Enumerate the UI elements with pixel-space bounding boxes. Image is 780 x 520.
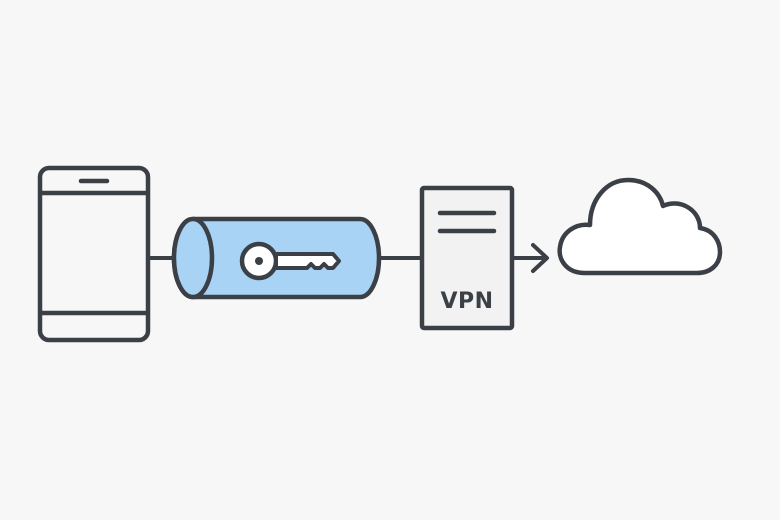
cloud-icon [557, 177, 723, 276]
smartphone-icon [37, 165, 151, 343]
vpn-server-icon: VPN [419, 185, 515, 331]
encrypted-tunnel-icon [171, 216, 382, 300]
key-icon [239, 241, 341, 281]
arrow-server-cloud [510, 243, 549, 273]
vpn-label: VPN [440, 289, 493, 314]
